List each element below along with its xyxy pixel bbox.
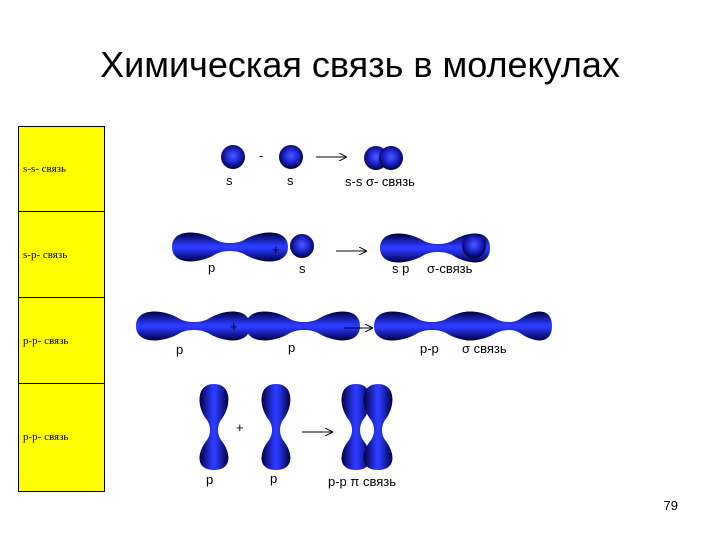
row1-left-label: s — [226, 173, 233, 188]
s-orbital-1 — [221, 145, 245, 169]
row2-left-label: p — [208, 260, 215, 275]
row3-result-right-label: σ связь — [462, 341, 507, 356]
row-ss: - s s s-s σ- связь — [221, 145, 415, 189]
legend-row-pp-pi: p-p- связь — [19, 384, 104, 491]
row3-result-left-label: p-p — [420, 341, 439, 356]
row3-right-label: p — [288, 340, 295, 355]
p-orbital-pi-1 — [341, 384, 371, 470]
p-orbital-horizontal — [172, 232, 288, 262]
row2-right-label: s — [299, 261, 306, 276]
row1-result-label: s-s σ- связь — [345, 174, 415, 189]
bond-type-legend: s-s- связь s-p- связь p-p- связь p-p- св… — [18, 126, 105, 492]
s-orbital-2 — [279, 145, 303, 169]
row2-result-right-label: σ-связь — [427, 261, 473, 276]
legend-row-ss: s-s- связь — [19, 127, 104, 212]
legend-label-ss: s-s- связь — [23, 163, 66, 175]
legend-row-sp: s-p- связь — [19, 212, 104, 298]
row-pp-pi: + p p p-p π связь — [199, 384, 396, 489]
row-pp-sigma: + p p p-p σ связь — [136, 311, 552, 357]
row4-operator: + — [236, 420, 244, 435]
p-orbital-vertical-1 — [199, 384, 229, 470]
p-orbital-pi-2 — [363, 384, 393, 470]
legend-label-pp-pi: p-p- связь — [23, 431, 69, 443]
legend-label-pp-sigma: p-p- связь — [23, 335, 69, 347]
p-orbital-1 — [136, 311, 250, 341]
row3-left-label: p — [176, 342, 183, 357]
row1-operator: - — [259, 148, 263, 163]
p-orbital-overlap-2 — [452, 311, 552, 341]
row2-result-left-label: s p — [392, 261, 409, 276]
row2-operator: + — [272, 242, 280, 257]
p-orbital-vertical-2 — [261, 384, 291, 470]
slide-title: Химическая связь в молекулах — [100, 44, 620, 85]
row4-result-label: p-p π связь — [328, 474, 396, 489]
s-orbital-overlap-2 — [379, 146, 403, 170]
row1-right-label: s — [287, 173, 294, 188]
row-sp: + p s s p σ-связь — [172, 232, 490, 276]
page-number: 79 — [663, 498, 678, 513]
s-orbital-overlap — [462, 234, 486, 258]
p-orbital-overlap — [380, 233, 490, 263]
row4-left-label: p — [206, 472, 213, 487]
row3-operator: + — [230, 319, 238, 334]
p-orbital-2 — [246, 311, 360, 341]
row4-right-label: p — [270, 471, 277, 486]
legend-label-sp: s-p- связь — [23, 249, 68, 261]
s-orbital — [290, 234, 314, 258]
legend-row-pp-sigma: p-p- связь — [19, 298, 104, 384]
